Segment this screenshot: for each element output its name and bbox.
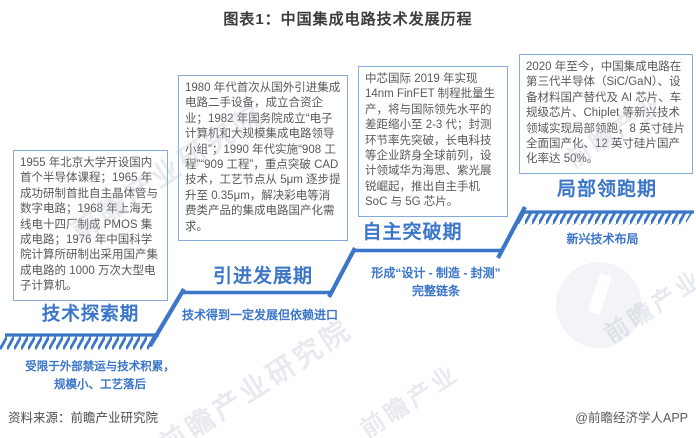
stage3-detail-box: 中芯国际 2019 年实现 14nm FinFET 制程批量生产，将与国际领先水… [358,66,508,217]
step1-hatch-band [0,333,159,350]
chart-title: 图表1：中国集成电路技术发展历程 [223,11,473,28]
app-credit: @前瞻经济学人APP [575,411,688,425]
stage4-label: 局部领跑期 [556,179,657,200]
riser-3-4-diagonal [496,206,527,259]
stage2-label: 引进发展期 [212,266,313,287]
stage1-detail-box: 1955 年北京大学开设国内首个半导体课程；1965 年成功研制首批自主晶体管与… [13,150,168,301]
stage3-summary: 形成“设计 - 制造 - 封测” 完整链条 [350,264,522,300]
source-note: 资料来源：前瞻产业研究院 [8,411,159,425]
stage3-summary-line1: 形成“设计 - 制造 - 封测” [371,266,501,280]
stage4-detail-box: 2020 年至今，中国集成电路在第三代半导体（SiC/GaN）、设备材料国产替代… [519,54,693,174]
stage2-summary: 技术得到一定发展但依赖进口 [182,308,339,322]
riser-1-2-diagonal [148,287,186,348]
stage1-summary: 受限于外部禁运与技术积累， 规模小、工艺落后 [0,358,200,394]
stage1-summary-line1: 受限于外部禁运与技术积累， [25,361,175,373]
stage2-detail-box: 1980 年代首次从国外引进集成电路二手设备，成立合资企业；1982 年国务院成… [178,75,348,242]
stage3-label: 自主突破期 [362,222,463,243]
stage1-summary-line2: 规模小、工艺落后 [54,379,146,391]
riser-2-3-diagonal [327,247,357,298]
stage4-summary: 新兴技术布局 [566,232,639,246]
stage1-label: 技术探索期 [41,303,140,324]
step4-hatch-band [515,210,694,225]
stage3-summary-line2: 完整链条 [411,284,460,298]
